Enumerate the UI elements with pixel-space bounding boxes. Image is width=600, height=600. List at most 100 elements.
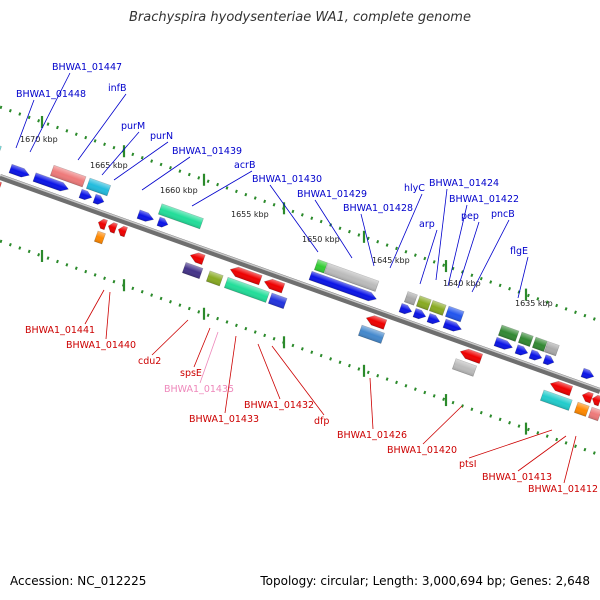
forward-gene-arrow[interactable] [136, 209, 155, 224]
forward-gene-label[interactable]: BHWA1_01428 [343, 203, 413, 214]
leader-line [271, 345, 325, 416]
forward-gene-label[interactable]: acrB [234, 160, 255, 171]
forward-gene-arrow[interactable] [514, 344, 529, 358]
leader-line [113, 141, 169, 181]
forward-gene-arrow[interactable] [442, 318, 463, 334]
leader-line [151, 319, 189, 356]
reverse-gene-arrow[interactable] [0, 181, 3, 193]
feature-block[interactable] [223, 276, 270, 303]
reverse-gene-arrow[interactable] [549, 379, 574, 397]
forward-gene-arrow[interactable] [92, 193, 105, 206]
feature-block[interactable] [85, 177, 112, 197]
feature-block[interactable] [587, 406, 600, 422]
feature-block[interactable] [0, 142, 2, 158]
leader-line [360, 213, 375, 267]
reverse-gene-arrow[interactable] [189, 250, 206, 265]
reverse-gene-label[interactable]: spsE [180, 368, 202, 379]
forward-gene-label[interactable]: infB [108, 83, 127, 94]
reverse-gene-label[interactable]: BHWA1_01420 [387, 445, 457, 456]
feature-block[interactable] [181, 261, 204, 280]
feature-block[interactable] [415, 295, 432, 311]
forward-gene-label[interactable]: BHWA1_01429 [297, 189, 367, 200]
reverse-gene-arrow[interactable] [117, 225, 128, 238]
forward-gene-arrow[interactable] [156, 216, 169, 229]
genome-summary: Topology: circular; Length: 3,000,694 bp… [260, 574, 590, 588]
feature-block[interactable] [497, 324, 520, 342]
forward-gene-label[interactable]: BHWA1_01447 [52, 62, 122, 73]
forward-gene-arrow[interactable] [398, 302, 413, 316]
reverse-gene-arrow[interactable] [263, 277, 286, 294]
lower-guide-line [0, 239, 600, 457]
forward-gene-arrow[interactable] [78, 188, 93, 202]
upper-guide-line [0, 105, 600, 323]
forward-gene-label[interactable]: BHWA1_01430 [252, 174, 322, 185]
feature-block[interactable] [403, 291, 418, 306]
forward-gene-label[interactable]: flgE [510, 246, 528, 257]
forward-gene-arrow[interactable] [412, 307, 427, 321]
feature-block[interactable] [573, 401, 590, 417]
feature-block[interactable] [49, 164, 87, 188]
reverse-gene-label[interactable]: cdu2 [138, 356, 161, 367]
reverse-gene-label[interactable]: ptsI [459, 459, 477, 470]
reverse-gene-label[interactable]: BHWA1_01433 [189, 414, 259, 425]
feature-block[interactable] [539, 389, 573, 411]
kbp-ticks [40, 115, 528, 435]
forward-gene-label[interactable]: BHWA1_01439 [172, 146, 242, 157]
reverse-gene-label[interactable]: dfp [314, 416, 329, 427]
forward-gene-arrow[interactable] [426, 312, 441, 326]
forward-gene-label[interactable]: arp [419, 219, 435, 230]
feature-block[interactable] [313, 259, 328, 274]
leader-line [517, 256, 529, 299]
forward-gene-label[interactable]: BHWA1_01448 [16, 89, 86, 100]
feature-block[interactable] [157, 203, 204, 230]
reverse-gene-arrow[interactable] [581, 390, 594, 404]
reverse-gene-label[interactable]: BHWA1_01440 [66, 340, 136, 351]
feature-block[interactable] [267, 292, 288, 310]
forward-gene-label[interactable]: hlyC [404, 183, 425, 194]
reverse-gene-label[interactable]: BHWA1_01412 [528, 484, 598, 495]
forward-gene-label[interactable]: purN [150, 131, 173, 142]
feature-block[interactable] [323, 262, 380, 292]
forward-gene-label[interactable]: BHWA1_01424 [429, 178, 499, 189]
kbp-label: 1660 kbp [160, 186, 198, 195]
feature-block[interactable] [444, 305, 465, 323]
forward-gene-arrow[interactable] [580, 367, 595, 381]
feature-block[interactable] [428, 300, 447, 316]
reverse-gene-label[interactable]: BHWA1_01426 [337, 430, 407, 441]
kbp-label: 1655 kbp [231, 210, 269, 219]
feature-block[interactable] [357, 324, 385, 344]
feature-block[interactable] [451, 358, 478, 377]
forward-gene-arrow[interactable] [32, 172, 70, 194]
feature-block[interactable] [531, 336, 548, 352]
forward-gene-label[interactable]: pep [461, 211, 479, 222]
feature-block[interactable] [517, 331, 534, 347]
reverse-gene-arrow[interactable] [97, 218, 108, 231]
feature-block[interactable] [205, 270, 224, 287]
reverse-gene-arrow[interactable] [365, 313, 388, 330]
forward-gene-label[interactable]: purM [121, 121, 145, 132]
kbp-label: 1665 kbp [90, 161, 128, 170]
reverse-gene-label[interactable]: BHWA1_01435 [164, 384, 234, 395]
reverse-gene-label[interactable]: BHWA1_01441 [25, 325, 95, 336]
reverse-gene-arrow[interactable] [229, 265, 263, 286]
forward-gene-label[interactable]: pncB [491, 209, 515, 220]
forward-gene-arrow[interactable] [8, 163, 31, 179]
leader-line [471, 219, 510, 293]
reverse-gene-label[interactable]: BHWA1_01413 [482, 472, 552, 483]
forward-gene-arrow[interactable] [493, 336, 514, 352]
reverse-gene-arrow[interactable] [107, 221, 118, 234]
forward-gene-arrow[interactable] [528, 349, 543, 363]
leader-line [84, 289, 105, 325]
kbp-label: 1635 kbp [515, 299, 553, 308]
forward-gene-arrow[interactable] [308, 270, 378, 303]
feature-block[interactable] [93, 230, 106, 245]
feature-block[interactable] [543, 341, 560, 357]
leader-line [435, 188, 448, 281]
forward-gene-label[interactable]: BHWA1_01422 [449, 194, 519, 205]
reverse-gene-label[interactable]: BHWA1_01432 [244, 400, 314, 411]
reverse-gene-arrow[interactable] [591, 394, 600, 407]
reverse-gene-arrow[interactable] [459, 347, 484, 364]
forward-gene-arrow[interactable] [542, 354, 555, 367]
